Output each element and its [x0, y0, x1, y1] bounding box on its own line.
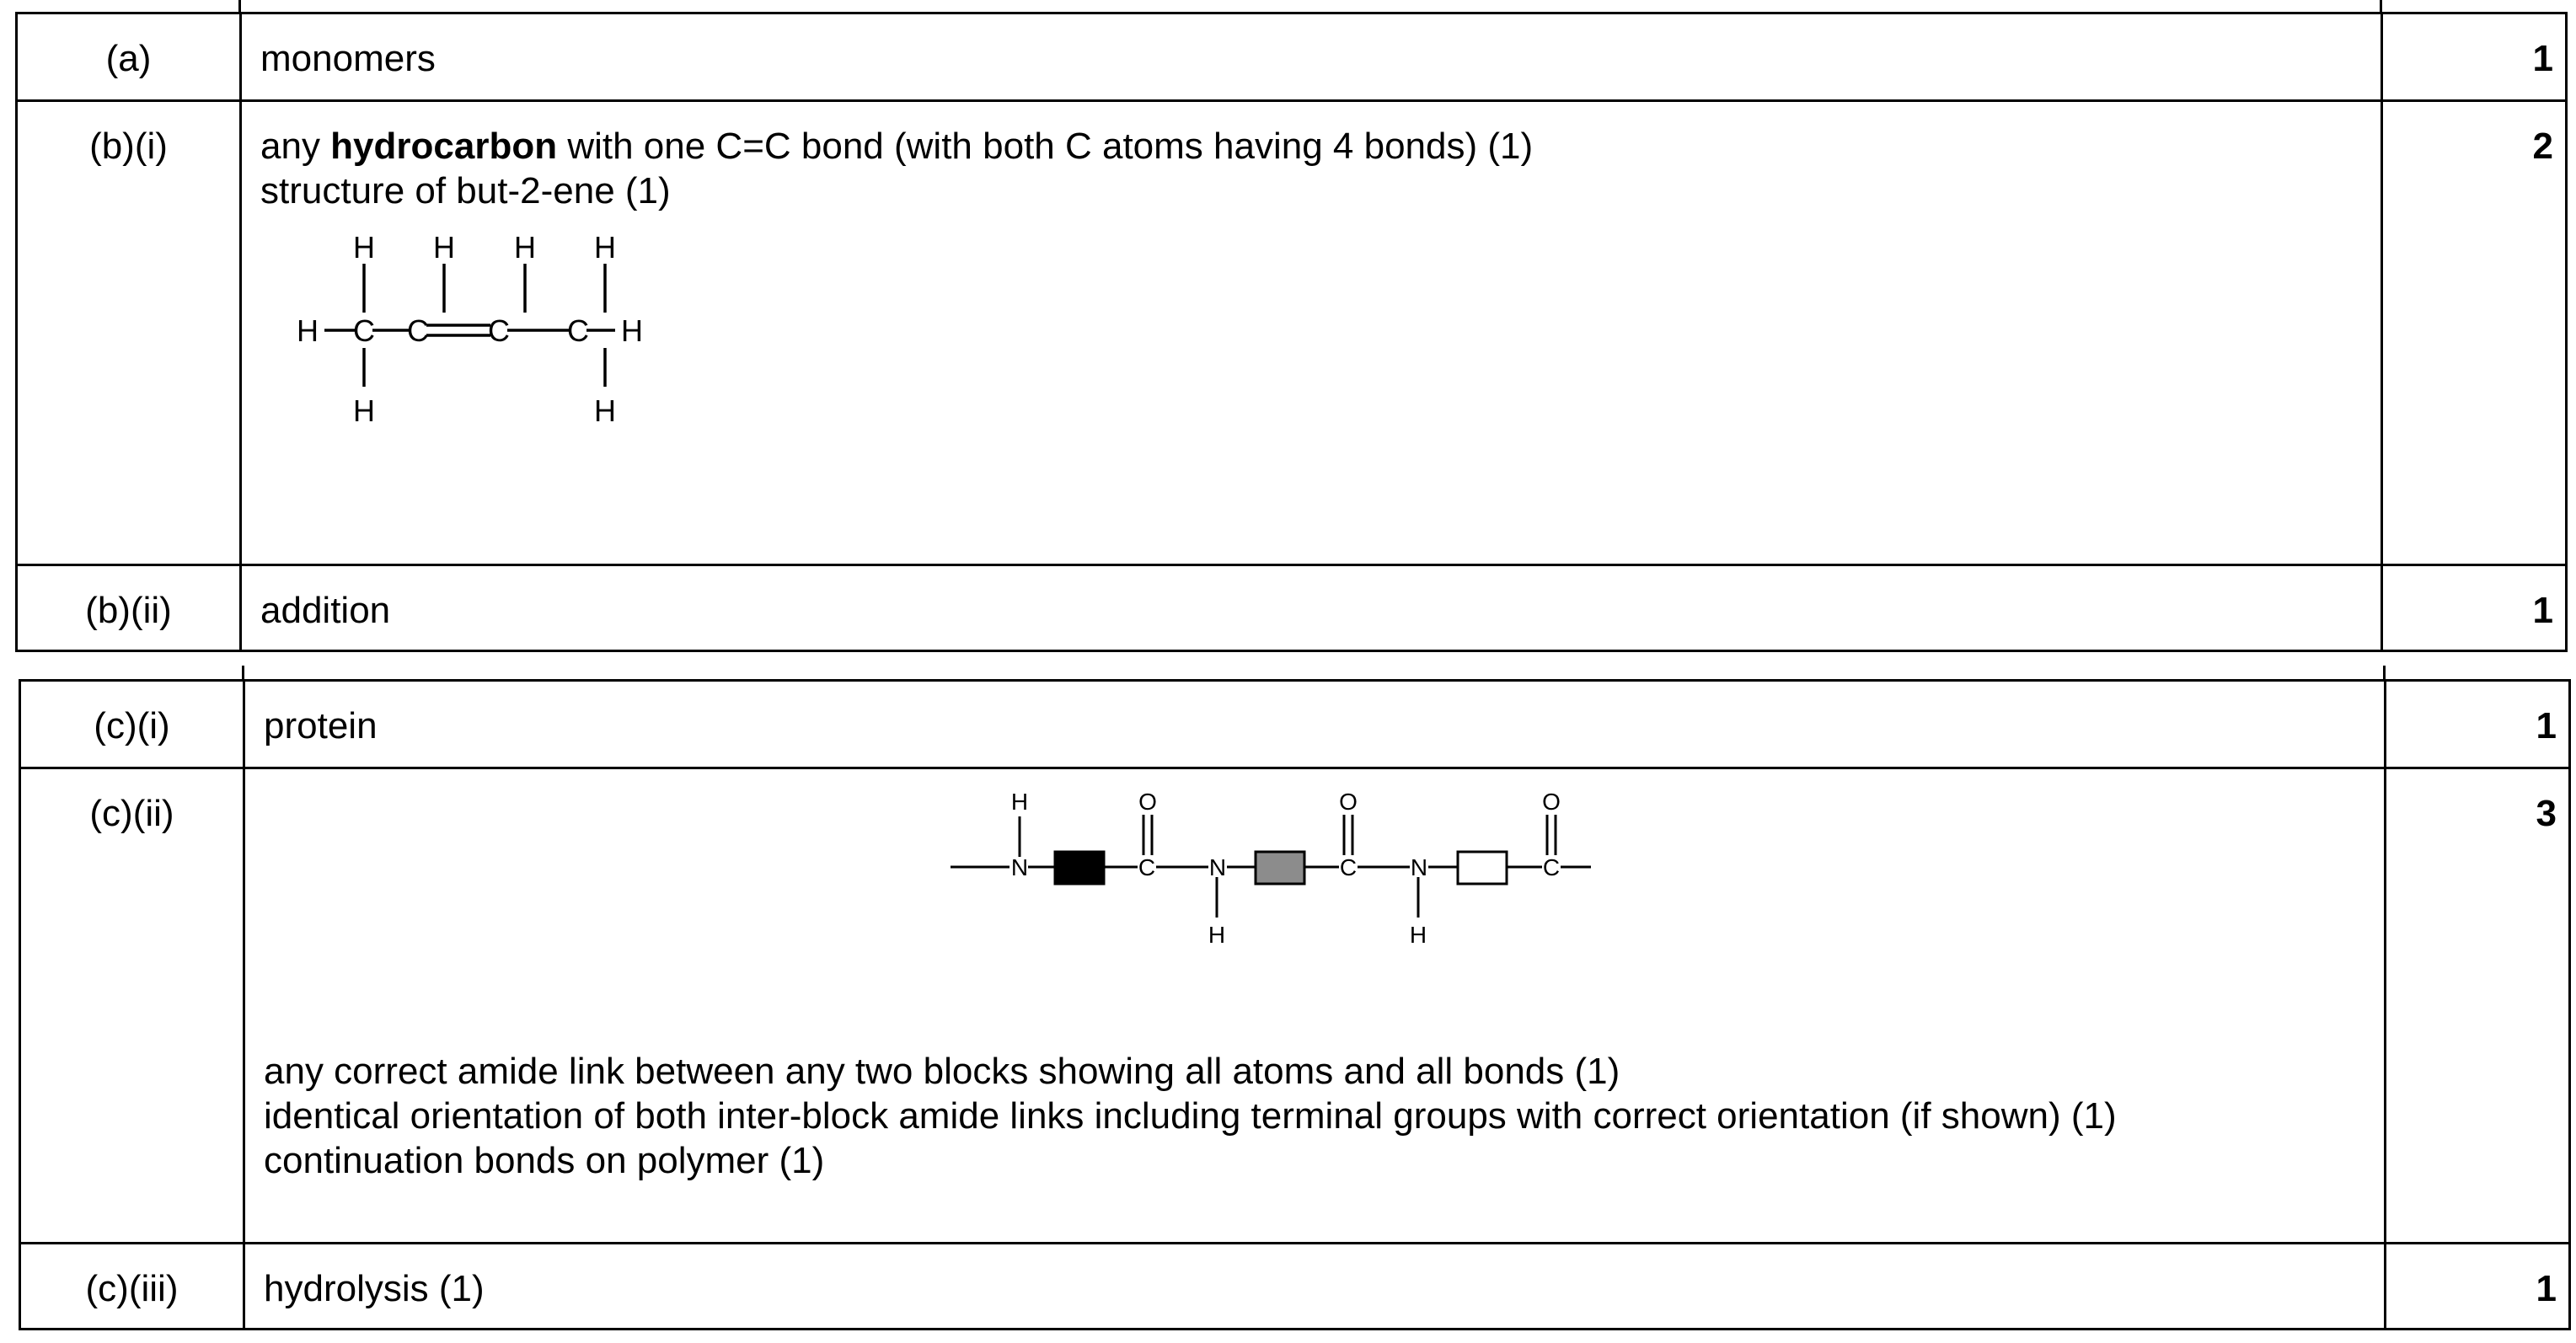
- o-atom-label: O: [1542, 789, 1561, 815]
- marks-cell: 1: [2384, 1242, 2571, 1330]
- answer-text: protein: [264, 705, 378, 746]
- answer-cell: protein: [243, 679, 2386, 769]
- bold-term-hydrocarbon: hydrocarbon: [330, 126, 558, 167]
- table-row: (c)(iii) hydrolysis (1) 1: [19, 1242, 2571, 1330]
- answer-text: continuation bonds on polymer (1): [264, 1140, 825, 1181]
- c-atom-label: C: [1340, 854, 1357, 880]
- answer-cell: H N O C N H O C N H O C any correct amid…: [243, 767, 2386, 1244]
- h-atom-label: H: [514, 232, 536, 265]
- c-atom-label: C: [407, 313, 429, 348]
- c-atom-label: C: [488, 313, 510, 348]
- marking-points: any correct amide link between any two b…: [264, 1049, 2384, 1183]
- h-atom-label: H: [594, 393, 616, 428]
- table-row: (b)(i) any hydrocarbon with one C=C bond…: [15, 99, 2568, 566]
- c-atom-label: C: [567, 313, 589, 348]
- answer-text: structure of but-2-ene (1): [260, 170, 671, 211]
- part-label-c-i: (c)(i): [19, 679, 245, 769]
- answer-cell: addition: [239, 564, 2383, 652]
- answer-text-part: with one C=C bond (with both C atoms hav…: [557, 126, 1534, 167]
- answer-text: monomers: [260, 38, 436, 79]
- n-atom-label: N: [1209, 854, 1226, 880]
- part-label-a: (a): [15, 12, 242, 102]
- part-label-b-ii: (b)(ii): [15, 564, 242, 652]
- answer-text: addition: [260, 590, 391, 631]
- answer-cell: hydrolysis (1): [243, 1242, 2386, 1330]
- marks-cell: 1: [2381, 12, 2568, 102]
- mark-scheme-table-1: (a) monomers 1 (b)(i) any hydrocarbon wi…: [15, 12, 2568, 652]
- marks-cell: 3: [2384, 767, 2571, 1244]
- marks-cell: 1: [2381, 564, 2568, 652]
- mark-scheme-table-2: (c)(i) protein 1 (c)(ii): [19, 679, 2571, 1330]
- h-atom-label: H: [297, 313, 319, 348]
- answer-text-part: any: [260, 126, 331, 167]
- table-row: (c)(i) protein 1: [19, 679, 2571, 769]
- answer-cell: monomers: [239, 12, 2383, 102]
- part-label-c-iii: (c)(iii): [19, 1242, 245, 1330]
- polyamide-structure-icon: H N O C N H O C N H O C: [951, 789, 1591, 948]
- part-label-b-i: (b)(i): [15, 99, 242, 566]
- h-atom-label: H: [1410, 922, 1427, 948]
- answer-text: any hydrocarbon with one C=C bond (with …: [260, 124, 2381, 169]
- table-row: (b)(ii) addition 1: [15, 564, 2568, 652]
- h-atom-label: H: [353, 232, 375, 265]
- o-atom-label: O: [1339, 789, 1358, 815]
- h-atom-label: H: [1011, 789, 1028, 815]
- n-atom-label: N: [1411, 854, 1427, 880]
- answer-text: any correct amide link between any two b…: [264, 1051, 1620, 1092]
- o-atom-label: O: [1138, 789, 1157, 815]
- table-top-stub: [242, 666, 244, 679]
- table-top-stub: [2380, 0, 2382, 13]
- but-2-ene-structure-icon: H H H H H C C C C H H H: [297, 232, 643, 428]
- answer-text: identical orientation of both inter-bloc…: [264, 1095, 2117, 1137]
- table-top-stub: [238, 0, 241, 13]
- c-atom-label: C: [353, 313, 375, 348]
- h-atom-label: H: [594, 232, 616, 265]
- n-atom-label: N: [1011, 854, 1028, 880]
- monomer-block-white: [1456, 850, 1508, 886]
- h-atom-label: H: [1208, 922, 1225, 948]
- marks-cell: 1: [2384, 679, 2571, 769]
- answer-text: hydrolysis (1): [264, 1268, 485, 1309]
- monomer-block-grey: [1254, 850, 1306, 886]
- h-atom-label: H: [433, 232, 455, 265]
- h-atom-label: H: [353, 393, 375, 428]
- marks-cell: 2: [2381, 99, 2568, 566]
- part-label-c-ii: (c)(ii): [19, 767, 245, 1244]
- monomer-block-black: [1053, 850, 1106, 886]
- h-atom-label: H: [621, 313, 643, 348]
- table-top-stub: [2383, 666, 2386, 679]
- c-atom-label: C: [1543, 854, 1560, 880]
- table-row: (c)(ii): [19, 767, 2571, 1244]
- answer-cell: any hydrocarbon with one C=C bond (with …: [239, 99, 2383, 566]
- table-row: (a) monomers 1: [15, 12, 2568, 102]
- c-atom-label: C: [1138, 854, 1155, 880]
